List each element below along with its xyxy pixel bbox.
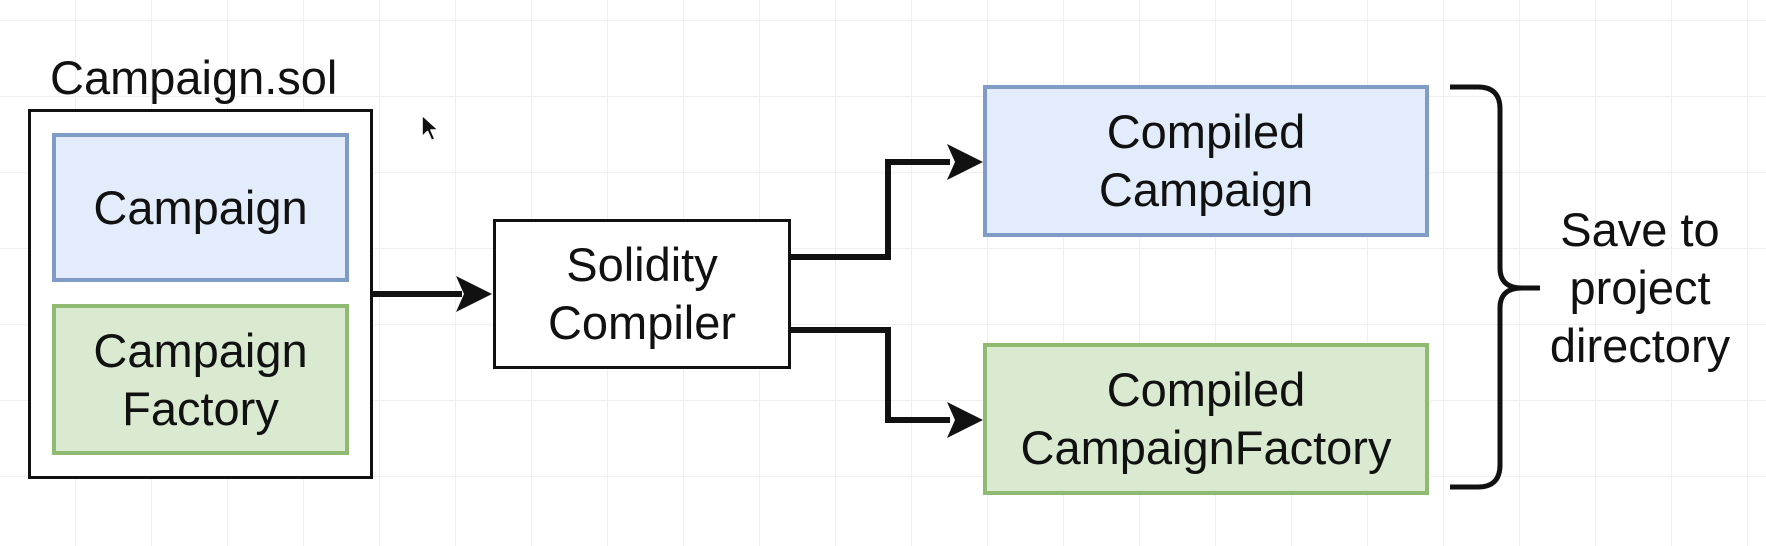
mouse-pointer-icon	[421, 114, 440, 142]
campaign-contract-box: Campaign	[52, 133, 349, 282]
compiled-campaign-line-1: Compiled	[1106, 105, 1306, 158]
arrow-compiler-to-compiled-campaign	[791, 159, 950, 260]
compiler-label-line-1: Solidity	[566, 238, 718, 291]
save-to-directory-label: Save to project directory	[1535, 200, 1745, 376]
solidity-compiler-box: Solidity Compiler	[493, 219, 791, 369]
compiled-campaign-line-2: Campaign	[1098, 163, 1314, 216]
arrowhead-compiled-factory	[947, 402, 983, 438]
campaign-contract-label: Campaign	[93, 180, 308, 234]
compiler-label-line-2: Compiler	[547, 296, 737, 349]
arrow-compiler-to-compiled-factory	[791, 327, 950, 423]
campaign-factory-contract-box: Campaign Factory	[52, 304, 349, 455]
compiled-campaign-factory-box: Compiled CampaignFactory	[983, 343, 1429, 495]
campaign-factory-label-line-2: Factory	[122, 381, 279, 435]
compiled-factory-line-1: Compiled	[1106, 363, 1306, 416]
arrowhead-compiler	[456, 276, 492, 312]
save-label-line-3: directory	[1549, 319, 1731, 372]
save-label-line-2: project	[1569, 261, 1711, 314]
arrowhead-compiled-campaign	[947, 144, 983, 180]
campaign-factory-label-line-1: Campaign	[93, 323, 308, 377]
file-title: Campaign.sol	[50, 51, 338, 104]
compiled-factory-line-2: CampaignFactory	[1020, 421, 1392, 474]
save-label-line-1: Save to	[1560, 203, 1720, 256]
compiled-campaign-box: Compiled Campaign	[983, 85, 1429, 237]
right-brace	[1450, 84, 1540, 490]
